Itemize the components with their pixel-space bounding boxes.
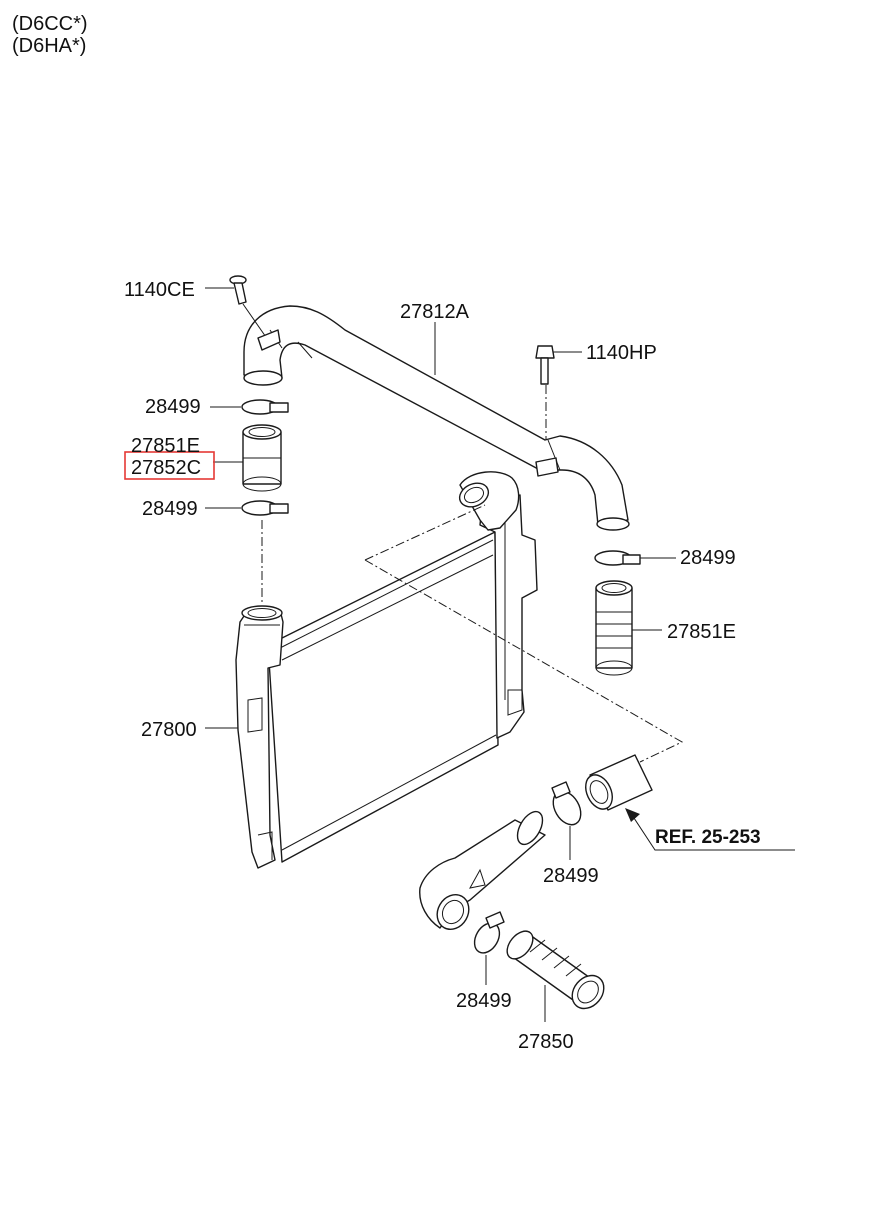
- ref-arrow-head: [625, 808, 640, 822]
- label-27851e-right[interactable]: 27851E: [667, 621, 736, 643]
- leader-ref: [631, 814, 795, 851]
- label-clamp-upper-left[interactable]: 28499: [145, 396, 201, 418]
- hose-left[interactable]: [242, 424, 282, 492]
- hose-ref-coupler[interactable]: [581, 754, 653, 813]
- label-27812a[interactable]: 27812A: [400, 301, 470, 323]
- label-clamp-bottom-left[interactable]: 28499: [456, 990, 512, 1012]
- label-27851e-left[interactable]: 27851E: [131, 435, 200, 457]
- label-1140ce[interactable]: 1140CE: [124, 279, 195, 301]
- label-27800[interactable]: 27800: [141, 719, 197, 741]
- clamp-bottom-left[interactable]: [469, 911, 505, 957]
- bolt-1140ce[interactable]: [229, 275, 281, 351]
- label-27850[interactable]: 27850: [518, 1031, 574, 1053]
- clamp-bottom-right[interactable]: [548, 781, 587, 830]
- label-ref-25-253[interactable]: REF. 25-253: [655, 827, 761, 848]
- hose-right[interactable]: [595, 580, 633, 676]
- clamp-right[interactable]: [594, 550, 641, 566]
- engine-code-1: (D6CC*): [12, 13, 88, 35]
- dash-line-2: [364, 559, 684, 763]
- label-27852c-selected[interactable]: 27852C: [131, 457, 201, 479]
- label-clamp-lower-left[interactable]: 28499: [142, 498, 198, 520]
- dash-line-1: [364, 504, 486, 561]
- label-clamp-right[interactable]: 28499: [680, 547, 736, 569]
- label-clamp-bottom-right[interactable]: 28499: [543, 865, 599, 887]
- selected-part-highlight: [124, 451, 215, 480]
- intercooler-core[interactable]: [235, 471, 538, 869]
- clamp-upper-left[interactable]: [241, 399, 289, 415]
- lower-intercooler-pipe[interactable]: [419, 807, 548, 935]
- label-1140hp[interactable]: 1140HP: [586, 342, 657, 364]
- hose-bottom[interactable]: [502, 926, 610, 1014]
- upper-intercooler-pipe[interactable]: [243, 305, 630, 531]
- bolt-1140hp[interactable]: [535, 345, 559, 477]
- clamp-lower-left[interactable]: [241, 500, 289, 605]
- engine-code-2: (D6HA*): [12, 35, 86, 57]
